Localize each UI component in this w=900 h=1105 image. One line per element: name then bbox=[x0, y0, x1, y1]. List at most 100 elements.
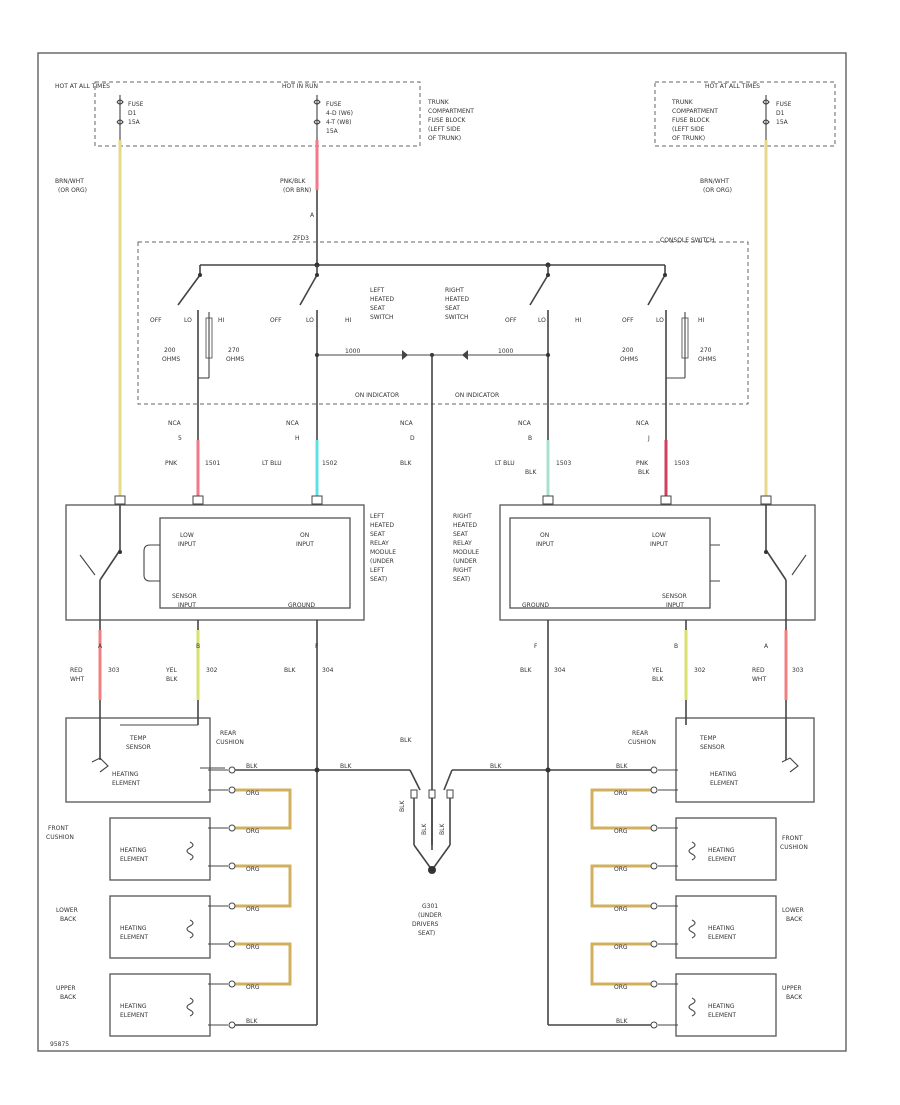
svg-text:INPUT: INPUT bbox=[536, 541, 554, 548]
svg-text:OFF: OFF bbox=[505, 317, 517, 324]
svg-text:HI: HI bbox=[575, 317, 582, 324]
svg-text:INPUT: INPUT bbox=[666, 602, 684, 609]
svg-text:270: 270 bbox=[228, 347, 240, 354]
svg-text:REAR: REAR bbox=[220, 730, 236, 737]
svg-text:200: 200 bbox=[622, 347, 634, 354]
svg-text:200: 200 bbox=[164, 347, 176, 354]
svg-text:BLK: BLK bbox=[166, 676, 178, 683]
svg-text:ON INDICATOR: ON INDICATOR bbox=[355, 392, 399, 399]
fuse-left-num: D1 bbox=[128, 110, 137, 117]
svg-text:INPUT: INPUT bbox=[178, 602, 196, 609]
svg-text:NCA: NCA bbox=[286, 420, 300, 427]
svg-text:ELEMENT: ELEMENT bbox=[710, 780, 738, 787]
right-relay-module-inner bbox=[509, 517, 711, 609]
svg-text:HEATED: HEATED bbox=[445, 296, 469, 303]
svg-text:OHMS: OHMS bbox=[698, 356, 716, 363]
label-right-power: BRN/WHT (OR ORG) bbox=[700, 178, 732, 194]
svg-text:J: J bbox=[647, 435, 650, 442]
left-relay-module-inner bbox=[159, 517, 351, 609]
svg-text:SWITCH: SWITCH bbox=[370, 314, 394, 321]
left-heating-elements: FRONT CUSHION HEATING ELEMENT LOWER BACK… bbox=[46, 825, 148, 1019]
svg-text:ELEMENT: ELEMENT bbox=[120, 1012, 148, 1019]
svg-text:WHT: WHT bbox=[70, 676, 84, 683]
svg-text:LO: LO bbox=[538, 317, 546, 324]
svg-text:ORG: ORG bbox=[246, 866, 260, 873]
svg-text:ELEMENT: ELEMENT bbox=[708, 856, 736, 863]
svg-text:FRONT: FRONT bbox=[782, 835, 803, 842]
svg-text:ORG: ORG bbox=[246, 944, 260, 951]
svg-text:LT BLU: LT BLU bbox=[495, 460, 515, 467]
right-switch-label: RIGHT HEATED SEAT SWITCH bbox=[445, 287, 469, 321]
svg-text:302: 302 bbox=[206, 667, 218, 674]
svg-text:ORG: ORG bbox=[246, 906, 260, 913]
right-lower-back-box bbox=[675, 895, 777, 959]
svg-text:304: 304 bbox=[322, 667, 334, 674]
svg-text:SENSOR: SENSOR bbox=[126, 744, 151, 751]
svg-text:(UNDER: (UNDER bbox=[370, 558, 394, 565]
svg-text:1000: 1000 bbox=[345, 348, 360, 355]
svg-text:SEAT: SEAT bbox=[453, 531, 468, 538]
svg-text:LOW: LOW bbox=[652, 532, 666, 539]
svg-text:BLK: BLK bbox=[400, 737, 412, 744]
svg-text:SENSOR: SENSOR bbox=[700, 744, 725, 751]
svg-text:GROUND: GROUND bbox=[288, 602, 315, 609]
svg-text:304: 304 bbox=[554, 667, 566, 674]
svg-text:HEATING: HEATING bbox=[708, 847, 735, 854]
svg-text:BACK: BACK bbox=[60, 994, 77, 1001]
svg-text:303: 303 bbox=[108, 667, 120, 674]
svg-text:SEAT): SEAT) bbox=[453, 576, 470, 583]
svg-text:GROUND: GROUND bbox=[522, 602, 549, 609]
svg-text:RED: RED bbox=[70, 667, 83, 674]
console-switch-box bbox=[137, 241, 749, 405]
svg-text:REAR: REAR bbox=[632, 730, 648, 737]
svg-text:FUSE BLOCK: FUSE BLOCK bbox=[428, 117, 467, 124]
svg-text:B: B bbox=[674, 643, 678, 650]
fuse-box-right-dashed bbox=[654, 81, 836, 147]
svg-text:INPUT: INPUT bbox=[296, 541, 314, 548]
left-heated-seat-switch: OFF HI OFF HI LO LO 200 OHMS 270 OHMS bbox=[150, 265, 352, 430]
svg-text:OHMS: OHMS bbox=[226, 356, 244, 363]
svg-text:(OR BRN): (OR BRN) bbox=[283, 187, 311, 194]
svg-text:HEATING: HEATING bbox=[708, 925, 735, 932]
svg-text:H: H bbox=[295, 435, 300, 442]
svg-text:LOW: LOW bbox=[180, 532, 194, 539]
svg-text:TRUNK: TRUNK bbox=[427, 99, 450, 106]
svg-text:ON: ON bbox=[300, 532, 309, 539]
svg-text:BLK: BLK bbox=[638, 469, 650, 476]
svg-text:(OR ORG): (OR ORG) bbox=[703, 187, 732, 194]
svg-text:A: A bbox=[764, 643, 769, 650]
svg-text:RIGHT: RIGHT bbox=[453, 513, 472, 520]
svg-text:D: D bbox=[410, 435, 415, 442]
svg-text:BRN/WHT: BRN/WHT bbox=[700, 178, 729, 185]
svg-text:SEAT: SEAT bbox=[445, 305, 460, 312]
svg-text:HEATED: HEATED bbox=[453, 522, 477, 529]
connector-a-label: A bbox=[310, 212, 315, 219]
svg-text:ELEMENT: ELEMENT bbox=[120, 856, 148, 863]
fuse-left-amp: 15A bbox=[128, 119, 141, 126]
left-front-cushion-box bbox=[109, 817, 211, 881]
svg-text:HEATED: HEATED bbox=[370, 296, 394, 303]
svg-text:MODULE: MODULE bbox=[370, 549, 396, 556]
left-rear-cushion-box bbox=[65, 717, 211, 803]
svg-text:BLK: BLK bbox=[439, 823, 446, 835]
svg-text:ORG: ORG bbox=[246, 828, 260, 835]
svg-text:RIGHT: RIGHT bbox=[453, 567, 472, 574]
svg-text:NCA: NCA bbox=[636, 420, 650, 427]
svg-text:BLK: BLK bbox=[399, 800, 406, 812]
svg-text:5: 5 bbox=[178, 435, 182, 442]
svg-text:LOWER: LOWER bbox=[782, 907, 804, 914]
svg-text:LEFT: LEFT bbox=[370, 287, 384, 294]
svg-text:CUSHION: CUSHION bbox=[46, 834, 74, 841]
ground-g301: BLK BLK BLK G301 (UNDER DRIVERS SEAT) bbox=[399, 789, 454, 937]
svg-text:HEATING: HEATING bbox=[120, 1003, 147, 1010]
svg-text:BLK: BLK bbox=[525, 469, 537, 476]
svg-text:RIGHT: RIGHT bbox=[445, 287, 464, 294]
svg-text:WHT: WHT bbox=[752, 676, 766, 683]
svg-text:HEATING: HEATING bbox=[112, 771, 139, 778]
svg-text:ORG: ORG bbox=[614, 944, 628, 951]
svg-text:HEATING: HEATING bbox=[708, 1003, 735, 1010]
svg-text:F: F bbox=[534, 643, 538, 650]
svg-text:SEAT: SEAT bbox=[370, 531, 385, 538]
svg-text:BLK: BLK bbox=[490, 763, 502, 770]
